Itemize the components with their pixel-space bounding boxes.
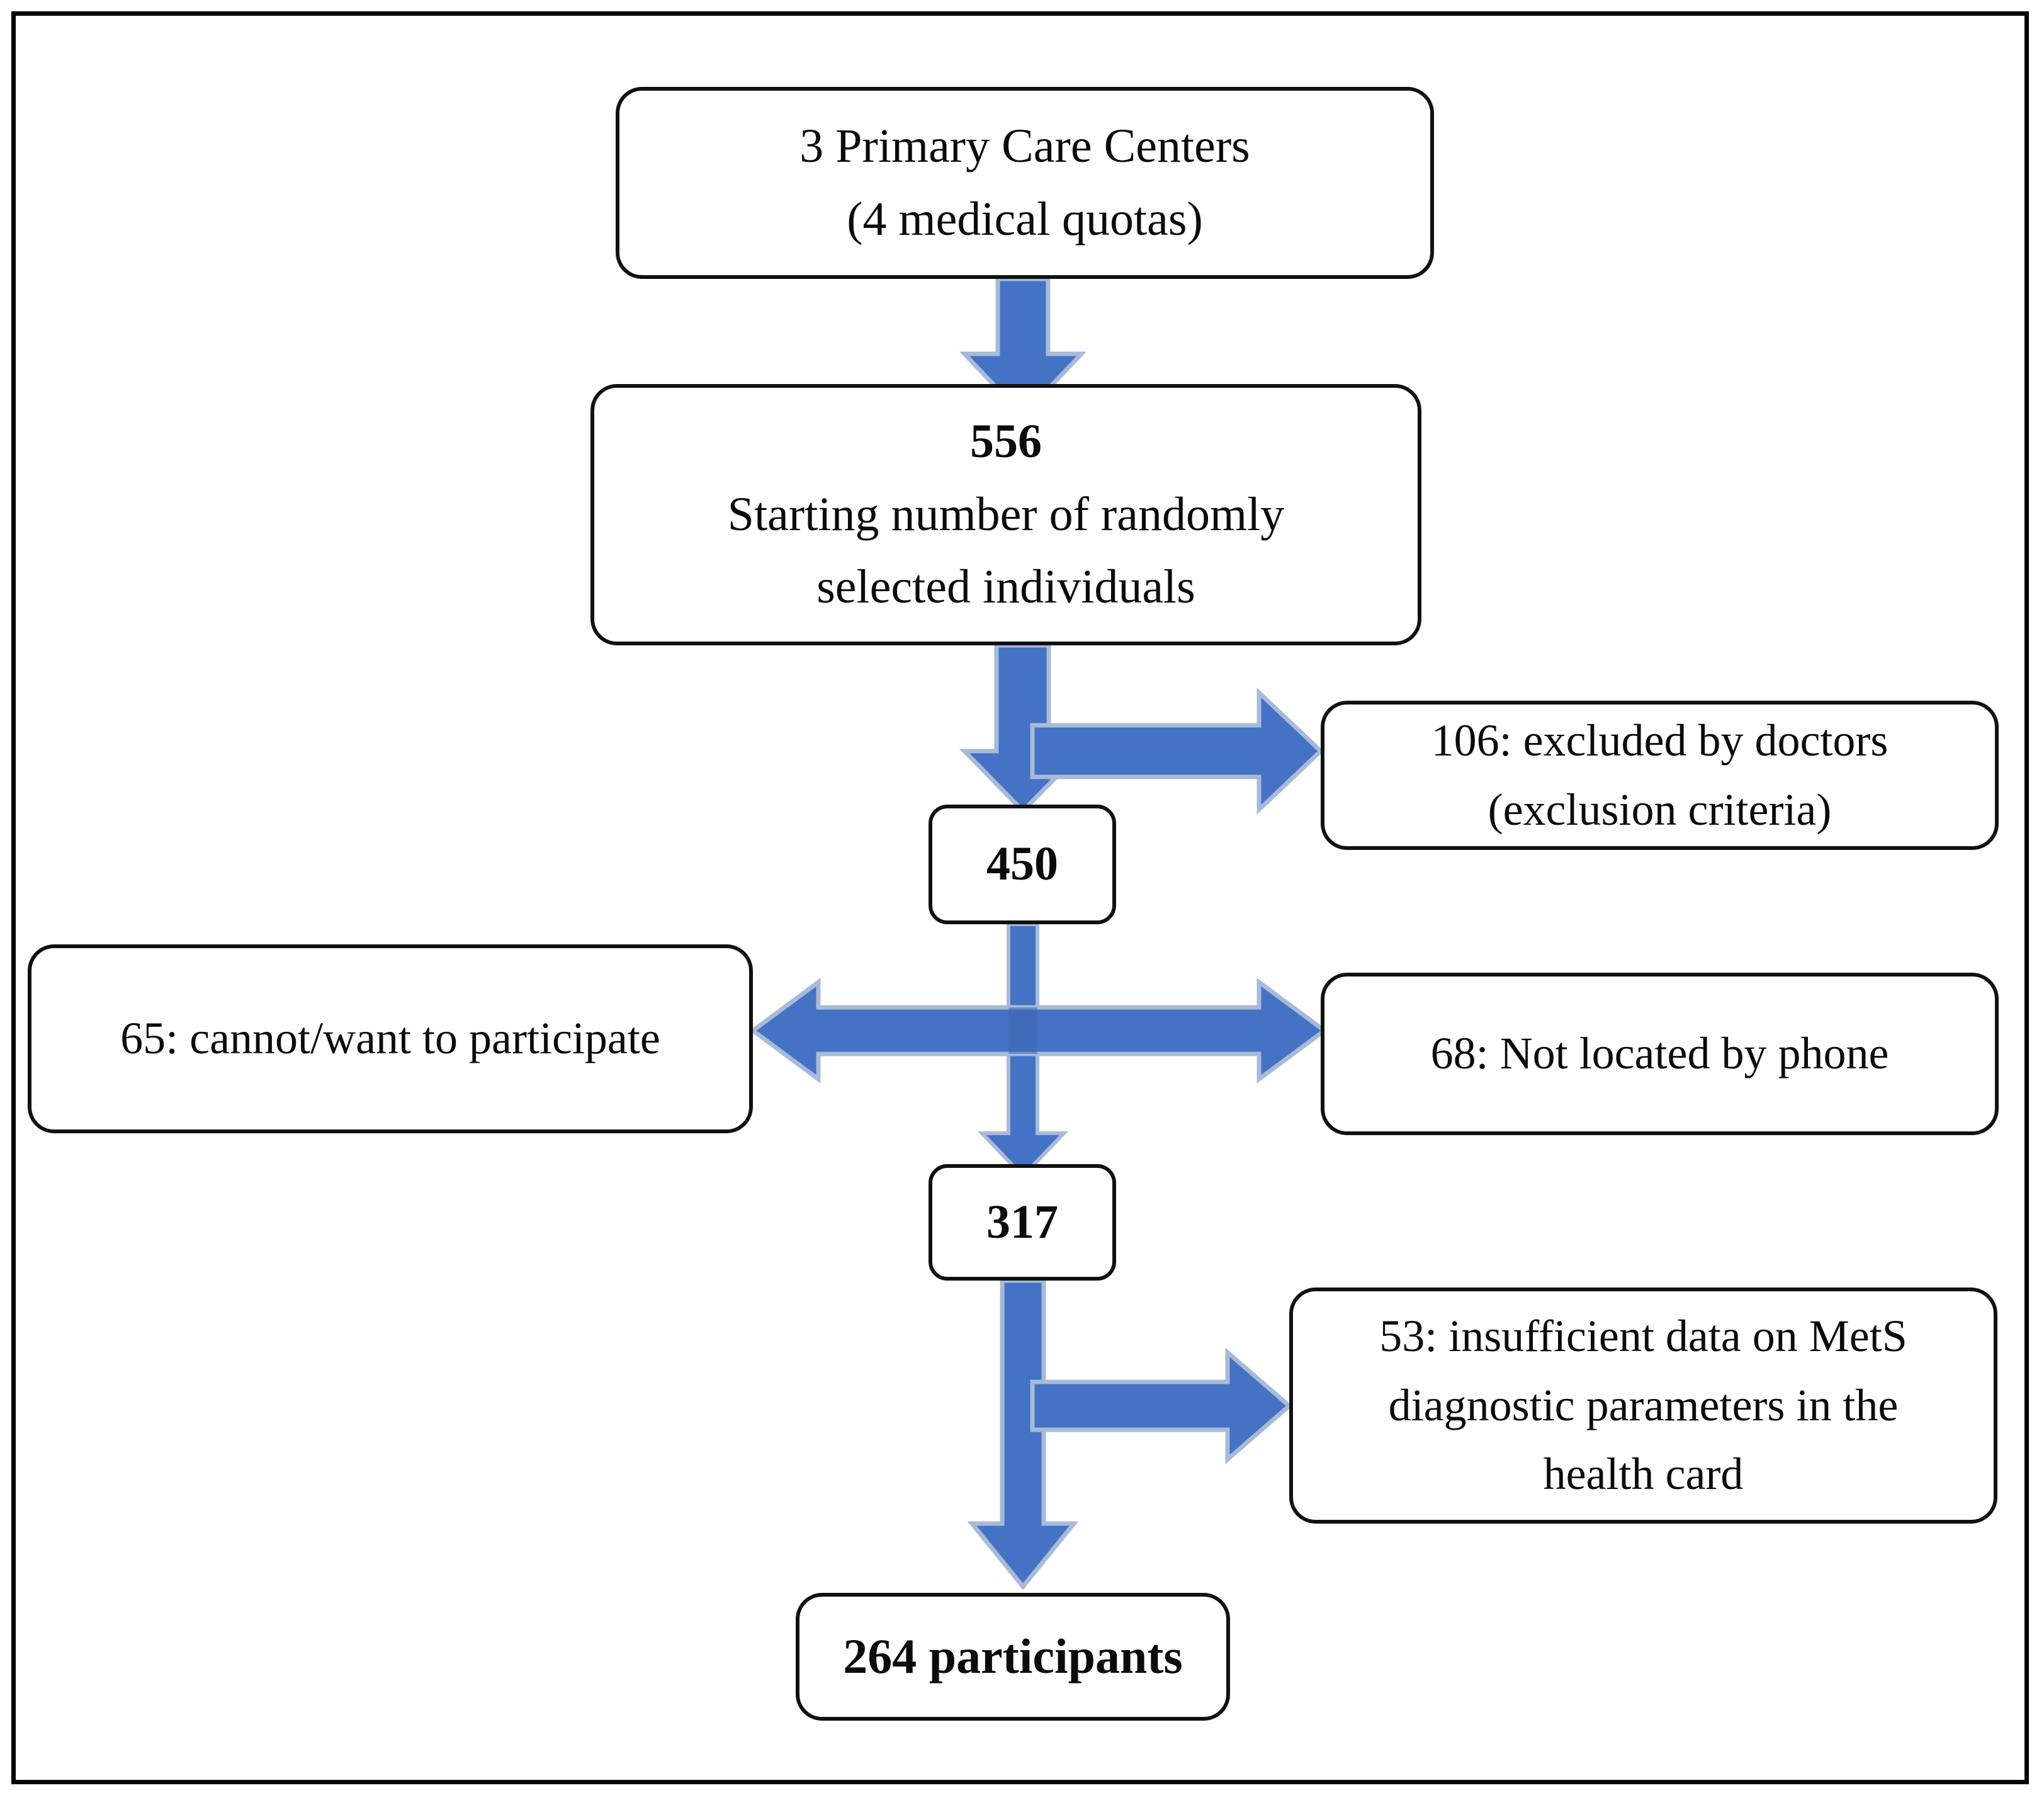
node-starting-number[interactable]: 556 Starting number of randomly selected…: [590, 384, 1421, 645]
node-cannot-want-participate[interactable]: 65: cannot/want to participate: [28, 944, 753, 1133]
node-final-participants[interactable]: 264 participants: [796, 1593, 1230, 1721]
node-count-317[interactable]: 317: [929, 1164, 1116, 1281]
node-centers-line-1: 3 Primary Care Centers: [799, 119, 1250, 173]
node-participants-count: 264 participants: [843, 1629, 1183, 1684]
node-excluded-line-2: (exclusion criteria): [1488, 784, 1832, 835]
node-450-count: 450: [986, 837, 1058, 891]
node-starting-line-2: selected individuals: [816, 560, 1195, 614]
node-count-450[interactable]: 450: [929, 805, 1116, 924]
node-excluded-by-doctors[interactable]: 106: excluded by doctors (exclusion crit…: [1321, 701, 1999, 850]
node-not-located-by-phone[interactable]: 68: Not located by phone: [1321, 973, 1999, 1135]
node-insufficient-line-3: health card: [1543, 1449, 1744, 1500]
node-insufficient-data[interactable]: 53: insufficient data on MetS diagnostic…: [1289, 1288, 1997, 1524]
node-starting-line-1: Starting number of randomly: [727, 487, 1285, 541]
node-317-count: 317: [986, 1195, 1058, 1248]
node-centers-line-2: (4 medical quotas): [847, 192, 1203, 246]
node-cannot-line-1: 65: cannot/want to participate: [120, 1013, 660, 1064]
node-starting-count: 556: [970, 415, 1042, 468]
node-primary-care-centers[interactable]: 3 Primary Care Centers (4 medical quotas…: [616, 87, 1434, 279]
node-insufficient-line-2: diagnostic parameters in the: [1388, 1379, 1899, 1430]
node-notfound-line-1: 68: Not located by phone: [1430, 1028, 1889, 1079]
node-excluded-line-1: 106: excluded by doctors: [1431, 715, 1889, 766]
node-insufficient-line-1: 53: insufficient data on MetS: [1379, 1311, 1907, 1362]
